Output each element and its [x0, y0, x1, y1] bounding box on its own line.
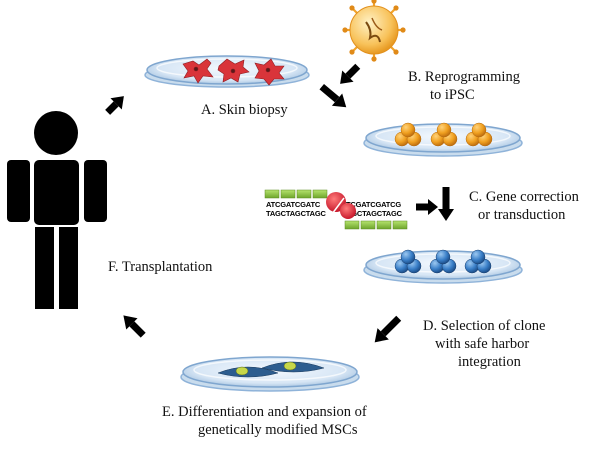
dna-top-right: TCGATCGATCG — [346, 200, 401, 209]
label-selection-line1: D. Selection of clone — [423, 318, 546, 334]
label-reprogramming-line2: to iPSC — [430, 87, 475, 103]
ipsc-colonies — [394, 122, 493, 147]
skin-cells — [182, 58, 285, 86]
corrected-clone-colonies — [394, 249, 492, 274]
dna-top-left: ATCGATCGATC — [266, 200, 321, 209]
label-gene-correction-line2: or transduction — [478, 207, 566, 223]
patient-figure-icon — [7, 111, 107, 309]
arrow-biopsy-to-ipsc — [319, 84, 347, 108]
arrow-ipsc-to-clone — [438, 187, 454, 221]
arrow-virus-to-dish — [340, 63, 361, 84]
viral-vector-icon — [342, 0, 406, 62]
dna-bottom-right: AGCTAGCTAGC — [346, 209, 403, 218]
arrow-clone-to-msc — [374, 315, 402, 343]
dna-construct: ATCGATCGATC TCGATCGATCG TAGCTAGCTAGC AGC… — [264, 189, 408, 230]
nuclease-icon — [326, 192, 356, 219]
arrow-msc-to-figure — [123, 315, 146, 338]
arrow-figure-to-biopsy — [105, 96, 124, 115]
label-selection-line3: integration — [458, 354, 521, 370]
label-differentiation-line2: genetically modified MSCs — [198, 422, 358, 438]
label-transplantation: F. Transplantation — [108, 259, 213, 275]
label-differentiation-line1: E. Differentiation and expansion of — [162, 404, 367, 420]
label-selection-line2: with safe harbor — [435, 336, 530, 352]
dna-bottom-left: TAGCTAGCTAGC — [266, 209, 326, 218]
label-reprogramming-line1: B. Reprogramming — [408, 69, 520, 85]
label-skin-biopsy: A. Skin biopsy — [201, 102, 288, 118]
msc-cells — [217, 361, 325, 378]
label-gene-correction-line1: C. Gene correction — [469, 189, 579, 205]
arrow-dna-to-cells — [416, 199, 438, 215]
